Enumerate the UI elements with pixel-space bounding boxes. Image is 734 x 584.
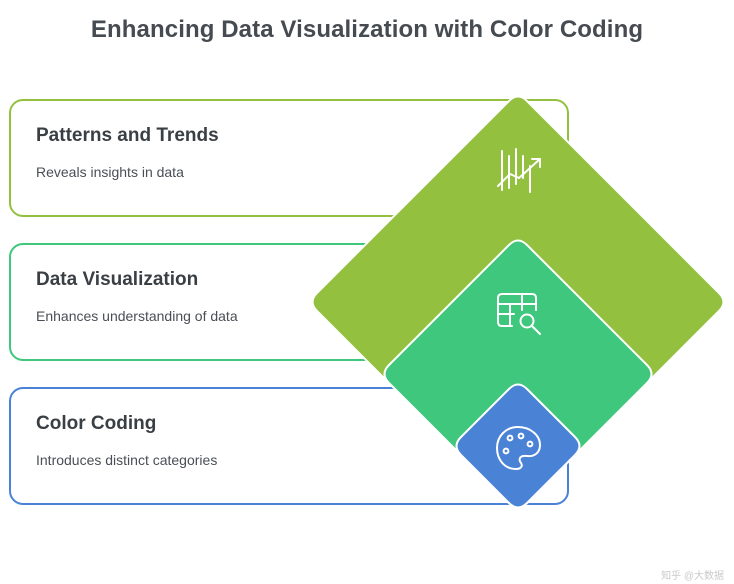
palette-icon	[496, 426, 541, 470]
card-description: Introduces distinct categories	[36, 452, 218, 468]
table-search-icon	[497, 293, 541, 335]
card-description: Reveals insights in data	[36, 164, 184, 180]
diamond-color-coding	[455, 383, 581, 509]
card-heading: Patterns and Trends	[36, 125, 219, 146]
card-description: Enhances understanding of data	[36, 308, 238, 324]
watermark: 知乎 @大数据	[661, 571, 724, 582]
card-heading: Data Visualization	[36, 269, 199, 290]
page-title: Enhancing Data Visualization with Color …	[90, 16, 644, 43]
trend-chart-icon	[497, 148, 541, 193]
card-heading: Color Coding	[36, 413, 157, 434]
